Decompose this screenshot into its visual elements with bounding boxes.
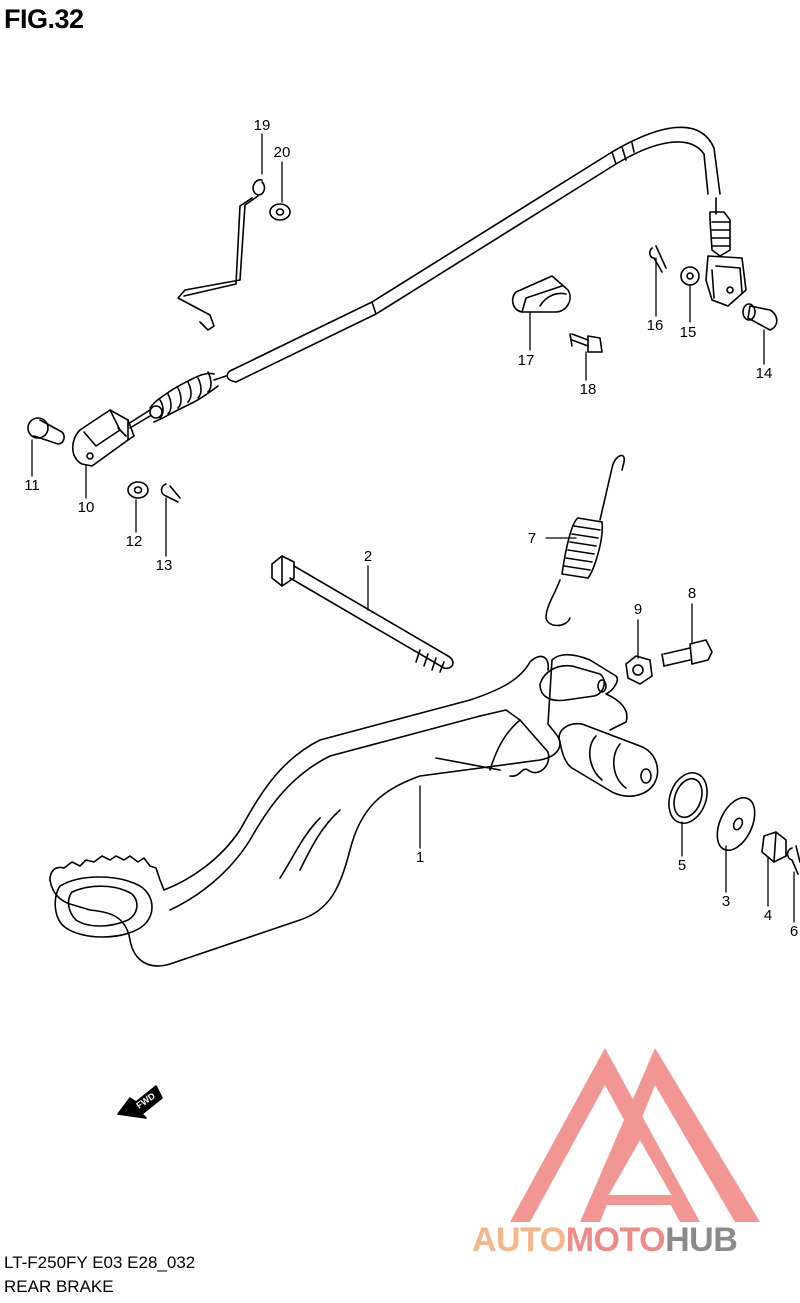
part-2-bolt [271,555,454,673]
part-6-cotter-pin [786,845,800,875]
callout-12: 12 [126,533,143,550]
callout-4: 4 [764,907,772,924]
part-19-clip [177,179,266,331]
callout-6: 6 [790,923,798,940]
callout-17: 17 [518,352,535,369]
part-8-bolt [661,639,713,667]
upper-clevis [705,255,747,307]
part-17-clamp [511,275,571,313]
part-18-bolt [569,333,603,353]
part-13-cotter-pin [160,483,181,503]
callout-20: 20 [274,144,291,161]
part-15-washer [680,266,700,286]
part-5-o-ring [668,772,708,824]
part-16-cotter-pin [649,245,667,273]
part-1-brake-pedal [49,653,659,967]
part-10-clevis [71,409,135,467]
callout-1: 1 [416,849,424,866]
callout-14: 14 [756,365,773,382]
part-12-washer [127,481,149,499]
part-4-nut [761,831,787,863]
part-20-washer [269,203,291,221]
part-7-spring [545,454,625,627]
model-code: LT-F250FY E03 E28_032 [4,1253,196,1272]
figure-title: FIG.32 [4,4,84,34]
callout-labels: 19 20 11 10 12 13 14 15 16 17 18 2 7 8 9… [24,117,798,940]
callout-7: 7 [528,530,536,547]
brake-cable [127,126,731,429]
callout-13: 13 [156,557,173,574]
watermark-text: AUTOMOTOHUB [472,1221,738,1260]
callout-8: 8 [688,585,696,602]
part-11-pin [27,417,65,445]
callout-19: 19 [254,117,271,134]
callout-11: 11 [24,477,40,494]
part-14-pin [742,303,778,331]
callout-15: 15 [680,324,697,341]
leader-lines [31,133,795,923]
watermark-part2: MOTO [565,1221,666,1259]
fwd-arrow-icon [117,1085,163,1119]
watermark-part1: AUTO [472,1221,566,1259]
callout-18: 18 [580,381,597,398]
callout-3: 3 [722,893,730,910]
callout-10: 10 [78,499,95,516]
part-9-nut [625,655,653,685]
callout-9: 9 [634,601,642,618]
part-3-washer [716,796,756,852]
watermark-logo-icon [510,1048,760,1222]
callout-5: 5 [678,857,686,874]
callout-2: 2 [364,548,372,565]
section-name: REAR BRAKE [4,1277,114,1296]
callout-16: 16 [647,317,664,334]
watermark-part3: HUB [665,1221,738,1259]
